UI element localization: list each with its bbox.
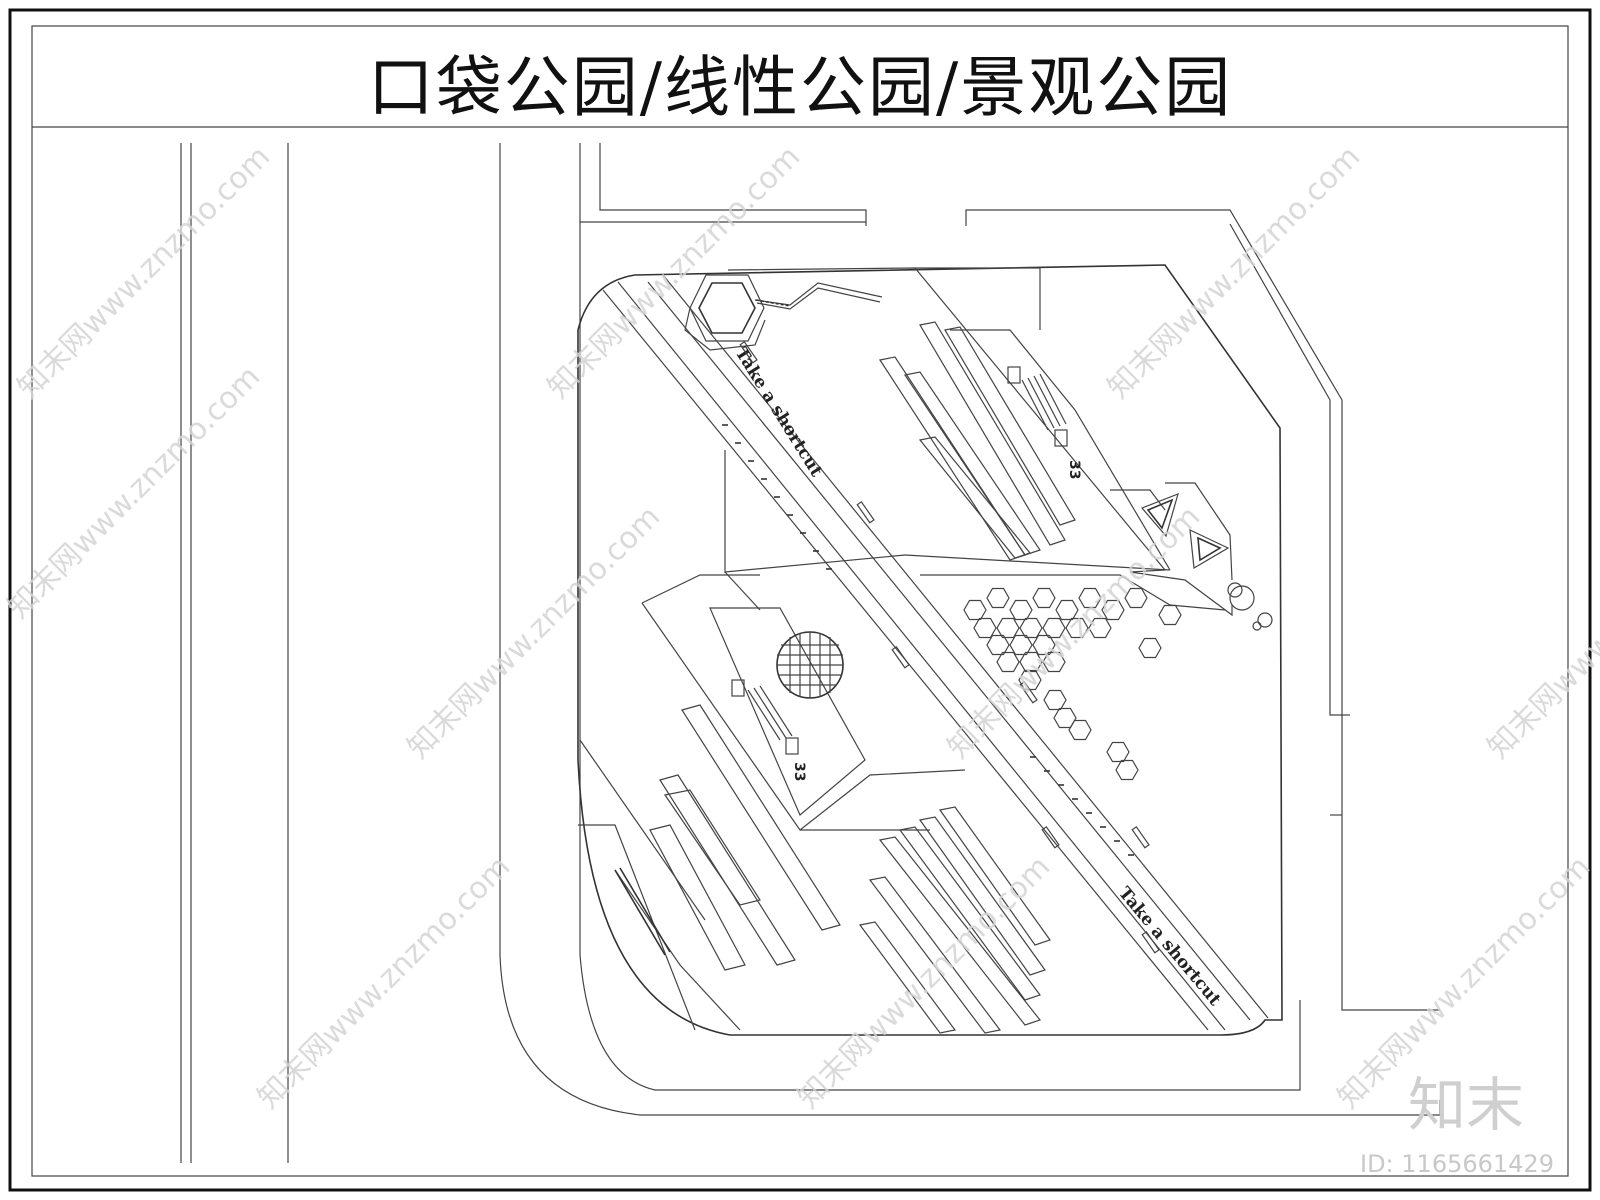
hex-paver [963, 599, 987, 621]
bench-number-lower: 33 [791, 762, 807, 781]
watermark-text-6: 知末网www.znzmo.com [941, 499, 1207, 765]
upper-bench-detail: 33 [1007, 366, 1082, 479]
path-markers-upper [722, 424, 832, 570]
hex-paver [1088, 617, 1112, 639]
hex-paver [1101, 599, 1125, 621]
path-label-upper: Take a shortcut [731, 344, 827, 480]
inner-frame [31, 25, 1569, 1177]
round-seats [1227, 582, 1273, 631]
site-boundary [499, 143, 1441, 1116]
hexagon-paving-cluster [963, 587, 1182, 781]
watermark-text-5: 知末网www.znzmo.com [401, 499, 667, 765]
watermark-layer: 知末网www.znzmo.com 知末网www.znzmo.com 知末网www… [1, 139, 1600, 1115]
hex-paver [1078, 587, 1102, 609]
watermark-text-3: 知末网www.znzmo.com [1101, 139, 1367, 405]
road-lines [180, 143, 501, 1163]
hex-paver [1019, 617, 1043, 639]
path-side-benches [739, 341, 1160, 954]
drawing-title: 口袋公园/线性公园/景观公园 [368, 49, 1232, 126]
outer-border [8, 8, 1592, 1192]
hex-paver [1042, 617, 1066, 639]
hex-paver [973, 617, 997, 639]
hex-paver [1043, 689, 1067, 711]
hex-paver [1042, 651, 1066, 673]
hex-paver [1032, 634, 1056, 656]
hex-paver [1055, 599, 1079, 621]
triangle-planters [1140, 493, 1230, 569]
circular-planter [776, 631, 844, 699]
hex-paver [1018, 669, 1042, 691]
bench-number-upper: 33 [1066, 460, 1082, 479]
image-id-label: ID: 1165661429 [1360, 1150, 1554, 1178]
lower-stepped-benches [858, 806, 1051, 1034]
hex-paver [1065, 617, 1089, 639]
hex-paver [1068, 719, 1092, 741]
watermark-text-8: 知末网www.znzmo.com [251, 849, 517, 1115]
hex-paver [1115, 759, 1139, 781]
hexagon-pavilion [684, 274, 883, 351]
watermark-logo: 知末 [1408, 1071, 1524, 1139]
hex-paver [986, 587, 1010, 609]
hex-paver [1158, 604, 1182, 626]
hex-paver [1106, 741, 1130, 763]
lower-left-terraces [614, 704, 841, 1031]
lower-plaza [578, 574, 966, 1031]
upper-stepped-benches [879, 321, 1076, 561]
hex-paver [996, 651, 1020, 673]
hex-paver [1138, 637, 1162, 659]
lower-bench-detail: 33 [731, 679, 807, 781]
hex-paver [996, 617, 1020, 639]
watermark-text-9: 知末网www.znzmo.com [791, 849, 1057, 1115]
upper-plaza [724, 267, 1233, 617]
watermark-text-7: 知末网www.znzmo.com [1481, 499, 1600, 765]
path-markers-lower [1030, 756, 1134, 856]
park-boundary [577, 264, 1283, 1036]
hex-paver [1009, 634, 1033, 656]
hex-paver [1124, 587, 1148, 609]
hex-paver [986, 634, 1010, 656]
hex-paver [1032, 587, 1056, 609]
hex-paver [1009, 599, 1033, 621]
path-label-lower: Take a shortcut [1114, 883, 1225, 1009]
